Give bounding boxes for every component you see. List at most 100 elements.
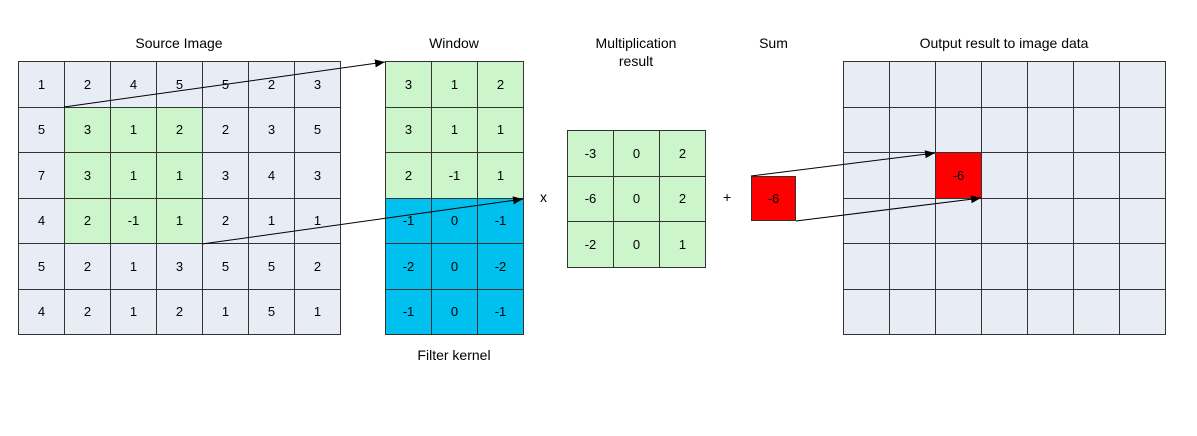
source-cell: 1 <box>111 107 157 153</box>
source-cell: 5 <box>203 62 249 108</box>
output-cell <box>890 244 936 290</box>
output-cell <box>1028 62 1074 108</box>
window-title: Window <box>429 35 479 51</box>
output-cell <box>1074 244 1120 290</box>
source-cell: 5 <box>19 107 65 153</box>
source-cell: 1 <box>203 289 249 335</box>
source-image-title: Source Image <box>135 35 223 51</box>
mult-cell: 2 <box>660 176 706 222</box>
output-cell <box>936 62 982 108</box>
output-title: Output result to image data <box>919 35 1089 51</box>
kernel-cell: -2 <box>478 244 524 290</box>
kernel-cell: -1 <box>478 198 524 244</box>
output-cell <box>844 107 890 153</box>
output-cell <box>1120 62 1166 108</box>
output-cell <box>890 289 936 335</box>
output-cell <box>890 153 936 199</box>
output-cell <box>890 107 936 153</box>
output-cell <box>890 198 936 244</box>
source-cell: 3 <box>65 153 111 199</box>
output-cell <box>1028 289 1074 335</box>
window-cell: 1 <box>432 62 478 108</box>
source-cell: 4 <box>19 289 65 335</box>
window-cell: 3 <box>386 107 432 153</box>
source-cell: 1 <box>111 244 157 290</box>
source-cell: 5 <box>249 289 295 335</box>
source-cell: 4 <box>111 62 157 108</box>
source-cell: 2 <box>157 289 203 335</box>
output-cell <box>936 198 982 244</box>
window-cell: 1 <box>478 153 524 199</box>
source-cell: 1 <box>157 153 203 199</box>
source-cell: 1 <box>111 153 157 199</box>
source-cell: 2 <box>65 289 111 335</box>
source-cell: 5 <box>19 244 65 290</box>
output-cell <box>1074 198 1120 244</box>
mult-cell: 1 <box>660 222 706 268</box>
source-cell: 2 <box>65 244 111 290</box>
source-cell: 1 <box>295 289 341 335</box>
source-cell: 2 <box>249 62 295 108</box>
source-cell: 7 <box>19 153 65 199</box>
source-cell: 1 <box>19 62 65 108</box>
output-cell <box>936 107 982 153</box>
output-cell <box>1074 153 1120 199</box>
source-cell: 3 <box>295 153 341 199</box>
source-cell: 2 <box>157 107 203 153</box>
kernel-cell: -1 <box>478 289 524 335</box>
output-cell <box>890 62 936 108</box>
multiply-operator: x <box>540 189 547 205</box>
window-cell: 2 <box>478 62 524 108</box>
window-cell: 1 <box>478 107 524 153</box>
mult-cell: -3 <box>568 131 614 177</box>
kernel-cell: -1 <box>386 289 432 335</box>
output-result-cell: -6 <box>936 153 982 199</box>
output-cell <box>844 289 890 335</box>
source-cell: 5 <box>295 107 341 153</box>
output-cell <box>844 244 890 290</box>
kernel-cell: -1 <box>386 198 432 244</box>
kernel-cell: -2 <box>386 244 432 290</box>
source-cell: 5 <box>157 62 203 108</box>
window-cell: 3 <box>386 62 432 108</box>
output-cell <box>844 153 890 199</box>
source-cell: 3 <box>295 62 341 108</box>
output-cell <box>1028 244 1074 290</box>
output-cell <box>936 244 982 290</box>
output-cell <box>1028 107 1074 153</box>
source-cell: 2 <box>203 198 249 244</box>
output-cell <box>982 62 1028 108</box>
output-cell <box>982 107 1028 153</box>
plus-operator: + <box>723 189 732 205</box>
window-cell: 1 <box>432 107 478 153</box>
source-cell: 3 <box>203 153 249 199</box>
source-cell: 4 <box>249 153 295 199</box>
output-cell <box>844 198 890 244</box>
output-cell <box>1074 107 1120 153</box>
filter-kernel-label: Filter kernel <box>417 347 491 363</box>
output-cell <box>1074 289 1120 335</box>
multiplication-title-line2: result <box>618 53 654 69</box>
output-cell <box>1028 153 1074 199</box>
source-cell: 1 <box>157 198 203 244</box>
output-cell <box>844 62 890 108</box>
output-cell <box>936 289 982 335</box>
mult-cell: -2 <box>568 222 614 268</box>
mult-cell: 2 <box>660 131 706 177</box>
source-cell: 2 <box>203 107 249 153</box>
source-cell: 1 <box>249 198 295 244</box>
sum-box: -6 <box>751 176 796 221</box>
source-cell: 5 <box>203 244 249 290</box>
output-cell <box>1120 244 1166 290</box>
sum-title: Sum <box>759 35 788 51</box>
output-cell <box>982 244 1028 290</box>
output-cell <box>1120 153 1166 199</box>
output-cell <box>982 198 1028 244</box>
output-cell <box>1120 107 1166 153</box>
source-cell: 5 <box>249 244 295 290</box>
output-cell <box>1120 198 1166 244</box>
source-cell: 4 <box>19 198 65 244</box>
